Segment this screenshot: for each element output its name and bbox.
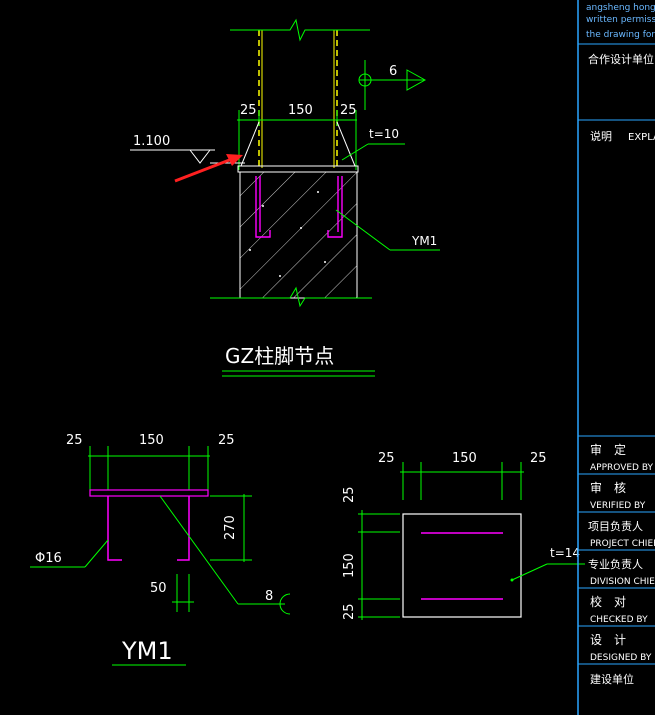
plan-dim-side-mid: 150 — [342, 553, 357, 578]
plan-plate — [402, 513, 522, 618]
division-chief-cn: 专业负责人 — [588, 557, 643, 571]
plan-dim-top-left: 25 — [378, 451, 395, 466]
checked-en: CHECKED BY — [590, 615, 648, 625]
ym1-dim-mid: 150 — [139, 433, 164, 448]
title-block: angsheng hongy written permissio the dra… — [577, 0, 655, 715]
project-chief-cn: 项目负责人 — [588, 519, 643, 533]
ym1-plate — [89, 489, 209, 497]
dim-top-right: 25 — [340, 103, 357, 118]
bar-spacing-label: 50 — [150, 581, 167, 596]
ym1-elevation: 25 150 25 270 Φ16 50 8 YM1 — [30, 433, 291, 666]
approved-en: APPROVED BY — [590, 463, 654, 473]
ym1-dim-left: 25 — [66, 433, 83, 448]
ym1-title: YM1 — [121, 637, 173, 665]
explanation-en: EXPLA — [628, 132, 655, 143]
dim-top-left: 25 — [240, 103, 257, 118]
approved-cn: 审 定 — [590, 442, 626, 457]
ym1-bar-left — [107, 496, 122, 561]
designed-en: DESIGNED BY — [590, 653, 652, 663]
verified-cn: 审 核 — [590, 480, 626, 495]
project-chief-en: PROJECT CHIEF — [590, 539, 655, 549]
division-chief-en: DIVISION CHIEF — [590, 577, 655, 587]
explanation-cn: 说明 — [590, 129, 612, 143]
weld-size: 8 — [265, 589, 273, 604]
ym1-dim-right: 25 — [218, 433, 235, 448]
red-arrow-annotation — [174, 154, 243, 183]
cooperate-unit-label: 合作设计单位 — [588, 52, 654, 66]
bar-diameter-label: Φ16 — [35, 551, 62, 566]
detail-title: GZ柱脚节点 — [225, 344, 334, 368]
plate-thickness-label: t=10 — [369, 127, 399, 141]
concrete-pedestal — [239, 171, 358, 299]
designed-cn: 设 计 — [590, 633, 626, 647]
ym1-height: 270 — [223, 515, 238, 540]
weld-symbol — [279, 593, 291, 615]
notice-line-2: written permissio — [586, 15, 655, 25]
break-line-top — [230, 18, 370, 42]
plan-dim-side-top: 25 — [342, 486, 357, 503]
dim-top-mid: 150 — [288, 103, 313, 118]
checked-cn: 校 对 — [590, 594, 626, 609]
ym1-bar-right — [177, 496, 190, 561]
ym1-plan: 25 150 25 25 150 25 t=14 — [342, 451, 585, 620]
notice-line-3: the drawing for — [586, 30, 655, 40]
ym1-callout: YM1 — [411, 234, 437, 248]
plan-dim-top-right: 25 — [530, 451, 547, 466]
elevation-label: 1.100 — [133, 134, 170, 149]
verified-en: VERIFIED BY — [590, 501, 646, 511]
elevation-marker — [189, 149, 211, 164]
section-arrow — [406, 69, 427, 91]
grid-tag-label: 6 — [389, 64, 397, 79]
notice-line-1: angsheng hongy — [586, 3, 655, 13]
client-unit-label: 建设单位 — [590, 672, 634, 686]
plan-dim-top-mid: 150 — [452, 451, 477, 466]
plan-thickness-label: t=14 — [550, 546, 580, 560]
base-plate — [237, 165, 359, 173]
plan-dim-side-bottom: 25 — [342, 603, 357, 620]
column-base-detail: 6 25 150 25 t=10 1.100 — [130, 18, 440, 377]
